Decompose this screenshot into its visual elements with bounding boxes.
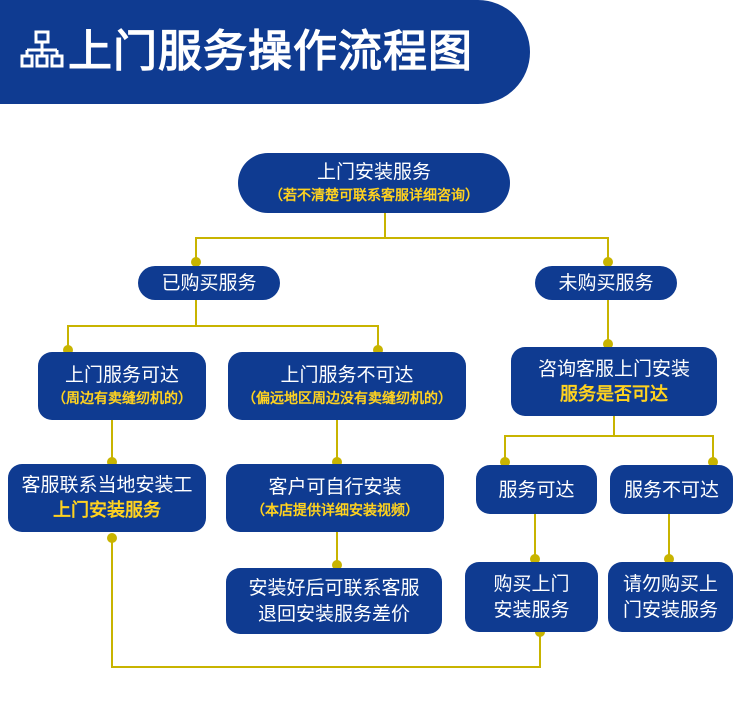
node-cs-contact: 客服联系当地安装工 上门安装服务	[8, 464, 206, 532]
node-root-title: 上门安装服务	[316, 161, 431, 183]
node-reachable-title: 上门服务可达	[64, 364, 179, 386]
node-consult-note: 服务是否可达	[560, 383, 668, 405]
node-refund-line2: 退回安装服务差价	[257, 603, 410, 625]
node-unreachable-note: （偏远地区周边没有卖缝纫机的）	[242, 391, 452, 407]
node-root-note: （若不清楚可联系客服详细咨询）	[269, 188, 479, 204]
connector-dot	[191, 257, 201, 267]
node-refund-line1: 安装好后可联系客服	[248, 577, 420, 599]
node-refund: 安装好后可联系客服 退回安装服务差价	[226, 568, 442, 634]
connector-consult-branch	[504, 435, 714, 462]
node-buy: 购买上门 安装服务	[465, 562, 598, 632]
connector-root-branch	[195, 237, 609, 262]
node-dont-buy-line1: 请勿购买上	[622, 573, 718, 595]
node-root: 上门安装服务 （若不清楚可联系客服详细咨询）	[238, 153, 510, 213]
node-consult-title: 咨询客服上门安装	[537, 357, 690, 380]
node-self-install-title: 客户可自行安装	[268, 476, 402, 498]
node-consult: 咨询客服上门安装 服务是否可达	[511, 347, 717, 416]
connector-dot	[530, 554, 540, 564]
title-banner: 上门服务操作流程图	[0, 0, 530, 104]
node-cs-contact-note: 上门安装服务	[53, 500, 161, 521]
connector-dot	[603, 257, 613, 267]
node-dont-buy: 请勿购买上 门安装服务	[608, 562, 733, 632]
node-self-install-note: （本店提供详细安装视频）	[251, 503, 419, 519]
node-not-purchased: 未购买服务	[535, 266, 677, 300]
node-purchased: 已购买服务	[138, 266, 280, 300]
connector-dot	[107, 533, 117, 543]
connector-dot	[500, 457, 510, 467]
node-not-purchased-label: 未购买服务	[558, 272, 654, 294]
node-reachable: 上门服务可达 （周边有卖缝纫机的）	[38, 352, 206, 420]
node-service-ok-label: 服务可达	[498, 478, 575, 501]
hierarchy-icon	[20, 30, 64, 68]
node-unreachable: 上门服务不可达 （偏远地区周边没有卖缝纫机的）	[228, 352, 466, 420]
connector-dot	[332, 560, 342, 570]
node-unreachable-title: 上门服务不可达	[280, 364, 414, 386]
connector-dot	[664, 554, 674, 564]
connector-purchased-branch	[67, 325, 379, 350]
node-reachable-note: （周边有卖缝纫机的）	[52, 391, 192, 407]
connector-loop	[111, 538, 541, 668]
page-title: 上门服务操作流程图	[68, 26, 473, 77]
node-cs-contact-title: 客服联系当地安装工	[21, 474, 193, 496]
node-self-install: 客户可自行安装 （本店提供详细安装视频）	[226, 464, 444, 532]
node-dont-buy-line2: 门安装服务	[622, 599, 718, 621]
node-service-ok: 服务可达	[476, 465, 597, 514]
node-buy-line1: 购买上门	[493, 573, 570, 595]
node-buy-line2: 安装服务	[493, 599, 570, 621]
connector-dot	[603, 339, 613, 349]
node-service-no-label: 服务不可达	[623, 478, 719, 501]
node-purchased-label: 已购买服务	[161, 272, 257, 294]
node-service-no: 服务不可达	[610, 465, 733, 514]
connector-dot	[708, 457, 718, 467]
